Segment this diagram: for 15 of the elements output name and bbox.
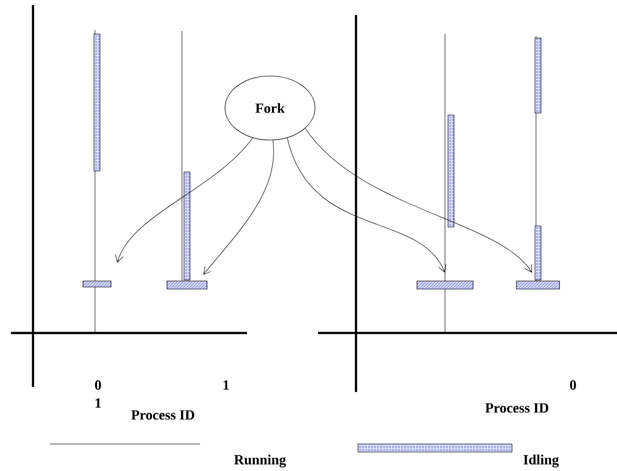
legend-label: Idling: [524, 454, 559, 468]
axis-title: Process ID: [131, 410, 194, 420]
hatched-bar: [82, 280, 112, 288]
arrow: [203, 140, 274, 275]
arrow: [287, 138, 446, 272]
hatched-bar: [416, 280, 474, 290]
tick-label: 1: [224, 380, 229, 390]
hatched-bar: [166, 280, 208, 290]
legend-label: Running: [234, 454, 286, 468]
tick-label: 0: [95, 380, 101, 390]
tick-label: 0: [570, 380, 576, 390]
arrow: [115, 138, 254, 262]
axis-title: Process ID: [485, 403, 548, 413]
tick-label: 1: [96, 398, 101, 408]
arrow: [304, 128, 532, 273]
